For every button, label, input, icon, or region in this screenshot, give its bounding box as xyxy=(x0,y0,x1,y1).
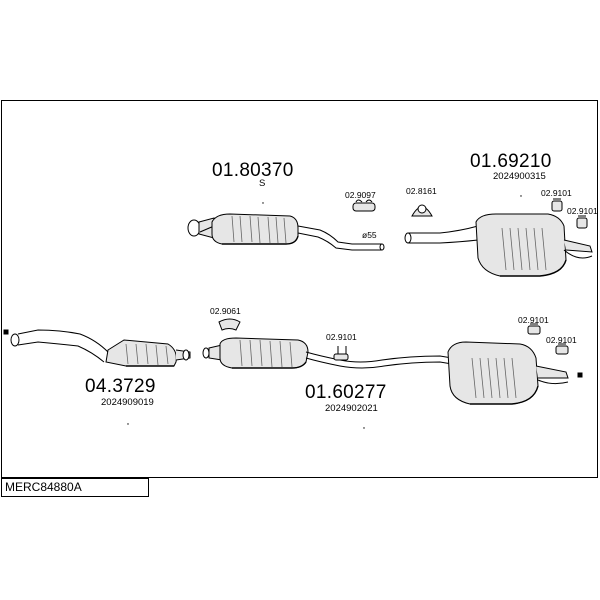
dot-marker-icon xyxy=(363,427,365,429)
part-note-front-muffler: S xyxy=(259,178,265,189)
fitting-label: 02.9097 xyxy=(345,190,376,200)
pipe-end-marker-icon xyxy=(3,329,9,335)
catalyst-assembly xyxy=(3,329,191,367)
fitting-02-9101-icon xyxy=(551,198,563,212)
fitting-02-9101-icon xyxy=(333,346,349,361)
fitting-02-9101-icon xyxy=(555,343,569,355)
rear-muffler-bottom-assembly xyxy=(447,341,583,405)
diagram-frame xyxy=(1,100,598,478)
pipe-end-marker-icon xyxy=(577,372,583,378)
dot-marker-icon xyxy=(262,202,264,204)
oe-number-middle-muffler: 2024902021 xyxy=(325,403,378,414)
fitting-label: 02.9101 xyxy=(326,332,357,342)
rear-muffler-top-assembly xyxy=(404,213,593,277)
part-number-rear-muffler-top: 01.69210 xyxy=(470,151,552,172)
front-muffler-assembly xyxy=(187,213,385,251)
fitting-02-9101-icon xyxy=(527,323,541,335)
dot-marker-icon xyxy=(520,195,522,197)
part-number-middle-muffler: 01.60277 xyxy=(305,382,387,403)
oe-number-rear-muffler-top: 2024900315 xyxy=(493,171,546,182)
dot-marker-icon xyxy=(127,423,129,425)
part-number-front-muffler: 01.80370 xyxy=(212,160,294,181)
pipe-diameter-label: ø55 xyxy=(362,230,377,240)
middle-muffler-assembly xyxy=(202,337,453,369)
fitting-label: 02.9101 xyxy=(567,206,598,216)
fitting-label: 02.9061 xyxy=(210,306,241,316)
fitting-02-8161-icon xyxy=(411,204,433,217)
inlet-flange-icon xyxy=(187,219,201,237)
fitting-label: 02.8161 xyxy=(406,186,437,196)
fitting-label: 02.9101 xyxy=(546,335,577,345)
document-code: MERC84880A xyxy=(1,478,149,497)
fitting-02-9101-icon xyxy=(576,215,588,229)
oe-number-catalyst: 2024909019 xyxy=(101,397,154,408)
part-number-catalyst: 04.3729 xyxy=(85,376,156,397)
fitting-label: 02.9101 xyxy=(541,188,572,198)
fitting-02-9097-icon xyxy=(352,199,376,212)
fitting-label: 02.9101 xyxy=(518,315,549,325)
fitting-02-9061-icon xyxy=(218,318,241,331)
